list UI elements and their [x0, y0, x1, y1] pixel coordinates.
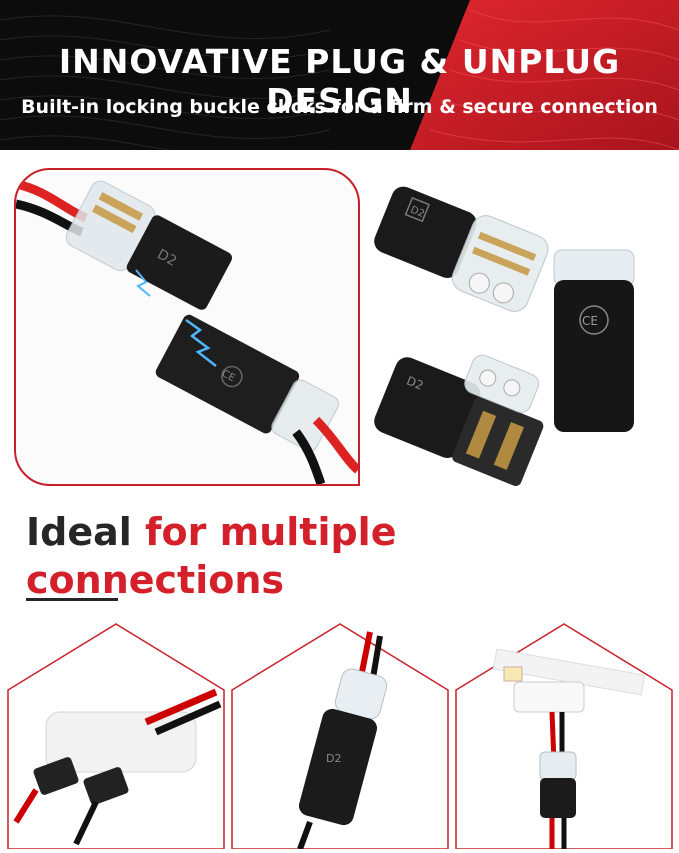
- tagline-connections-rest: onnections: [48, 558, 285, 602]
- product-d2-mark-top: D2: [409, 205, 426, 220]
- hero-illustration: D2 CE: [16, 179, 358, 484]
- tagline-letter-c: c: [26, 558, 49, 602]
- product-d2-mark-bottom: D2: [405, 374, 426, 393]
- banner-headline: INNOVATIVE PLUG & UNPLUG DESIGN: [58, 42, 621, 120]
- tagline-word-ideal: Ideal: [26, 510, 132, 554]
- pentagon-frame-1: [7, 623, 225, 850]
- product-illustration: D2 CE D2: [374, 186, 635, 486]
- product-connectors: D2 CE D2: [366, 180, 666, 500]
- tagline-line-1: Ideal for multiple: [26, 508, 396, 556]
- pentagon-frame-3: [455, 623, 673, 850]
- example-d2-mark: D2: [326, 752, 341, 765]
- banner-background: [0, 0, 679, 150]
- hero-connector-image: D2 CE: [14, 168, 360, 486]
- tagline-underline: [26, 598, 118, 601]
- tagline-line-2: connections: [26, 556, 396, 604]
- tagline: Ideal for multiple connections: [26, 508, 396, 604]
- banner-subline: Built-in locking buckle clicks for a fir…: [21, 96, 658, 118]
- example-branch-splitter: [6, 622, 226, 850]
- top-banner: INNOVATIVE PLUG & UNPLUG DESIGN Built-in…: [0, 0, 679, 150]
- example-led-strip: [454, 622, 674, 850]
- pentagon-frame-2: D2: [231, 623, 449, 851]
- tagline-for-multiple: for multiple: [131, 510, 397, 554]
- example-inline-connector: D2: [230, 622, 450, 851]
- product-ce-mark: CE: [582, 314, 598, 328]
